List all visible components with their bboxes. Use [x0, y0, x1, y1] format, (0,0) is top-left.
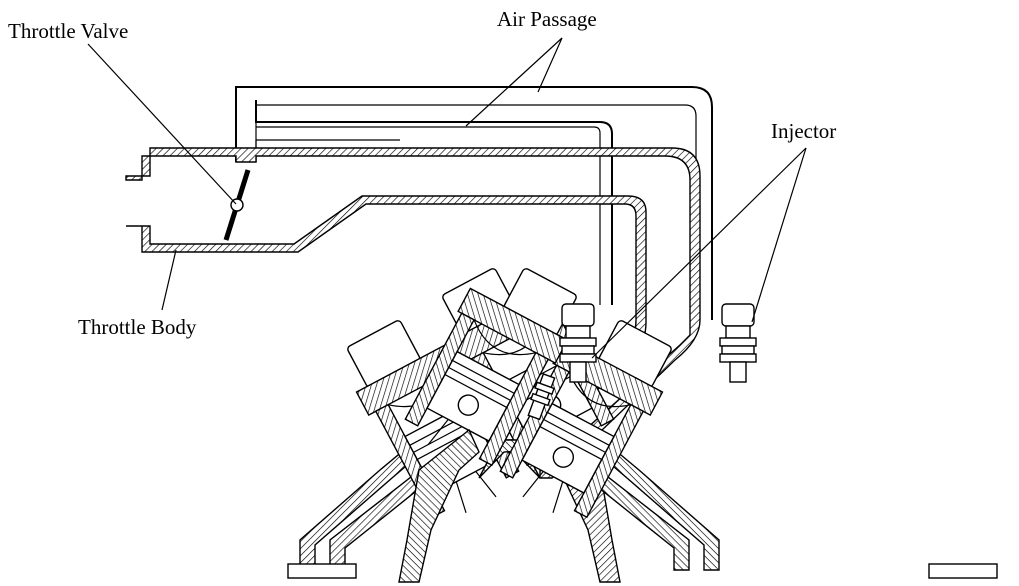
air-passage-label: Air Passage [497, 7, 597, 31]
right-bank [395, 248, 998, 583]
throttle-valve-label: Throttle Valve [8, 19, 128, 43]
injector-label: Injector [771, 119, 836, 143]
leader-lines [87, 37, 807, 359]
air-passage-tubes [235, 86, 713, 320]
throttle-body [125, 147, 701, 479]
injector-right [719, 303, 757, 383]
throttle-body-label: Throttle Body [78, 315, 197, 339]
